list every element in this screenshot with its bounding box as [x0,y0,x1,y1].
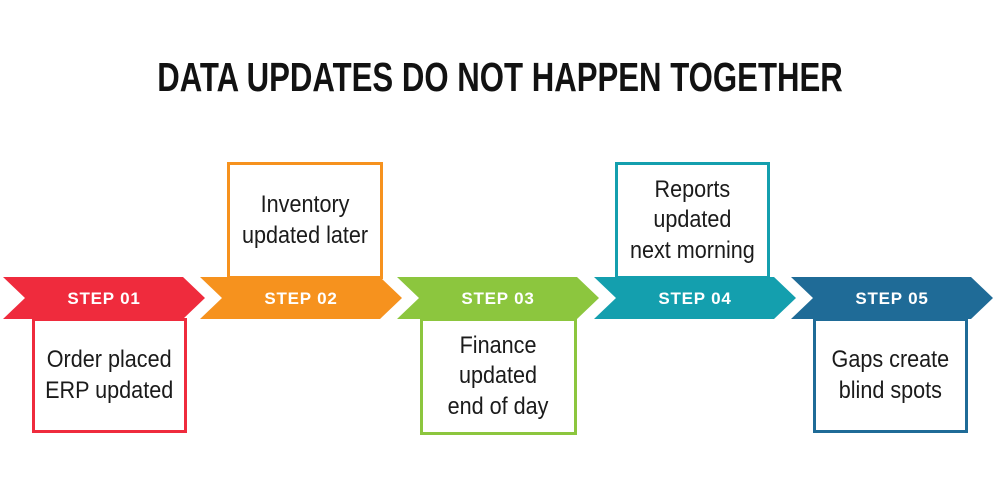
step-arrow-4-label: STEP 04 [658,289,731,308]
step-arrow-5: STEP 05 [791,277,993,319]
note-text-step-3: Finance updated end of day [448,332,549,420]
note-box-step-4: Reports updated next morning [615,162,770,279]
note-box-step-2: Inventory updated later [227,162,383,279]
step-arrow-2-shape [200,277,402,319]
step-arrow-3-shape [397,277,599,319]
step-arrow-1: STEP 01 [3,277,205,319]
step-arrow-4: STEP 04 [594,277,796,319]
note-text-step-1: Order placed ERP updated [45,346,174,404]
process-flow-arrows: STEP 01 STEP 02 STEP 03 STEP 04 STEP 05 [3,277,993,319]
step-arrow-1-label: STEP 01 [67,289,140,308]
step-arrow-3-label: STEP 03 [461,289,534,308]
page-title: DATA UPDATES DO NOT HAPPEN TOGETHER [157,54,843,100]
step-arrow-4-shape [594,277,796,319]
note-text-step-4: Reports updated next morning [630,176,755,264]
note-box-step-1: Order placed ERP updated [32,318,187,433]
note-box-step-3: Finance updated end of day [420,318,577,435]
note-text-step-2: Inventory updated later [241,191,369,249]
step-arrow-2: STEP 02 [200,277,402,319]
step-arrow-1-shape [3,277,205,319]
step-arrow-3: STEP 03 [397,277,599,319]
step-arrow-5-label: STEP 05 [855,289,928,308]
step-arrow-2-label: STEP 02 [264,289,337,308]
step-arrow-5-shape [791,277,993,319]
note-box-step-5: Gaps create blind spots [813,318,968,433]
note-text-step-5: Gaps create blind spots [831,346,950,404]
